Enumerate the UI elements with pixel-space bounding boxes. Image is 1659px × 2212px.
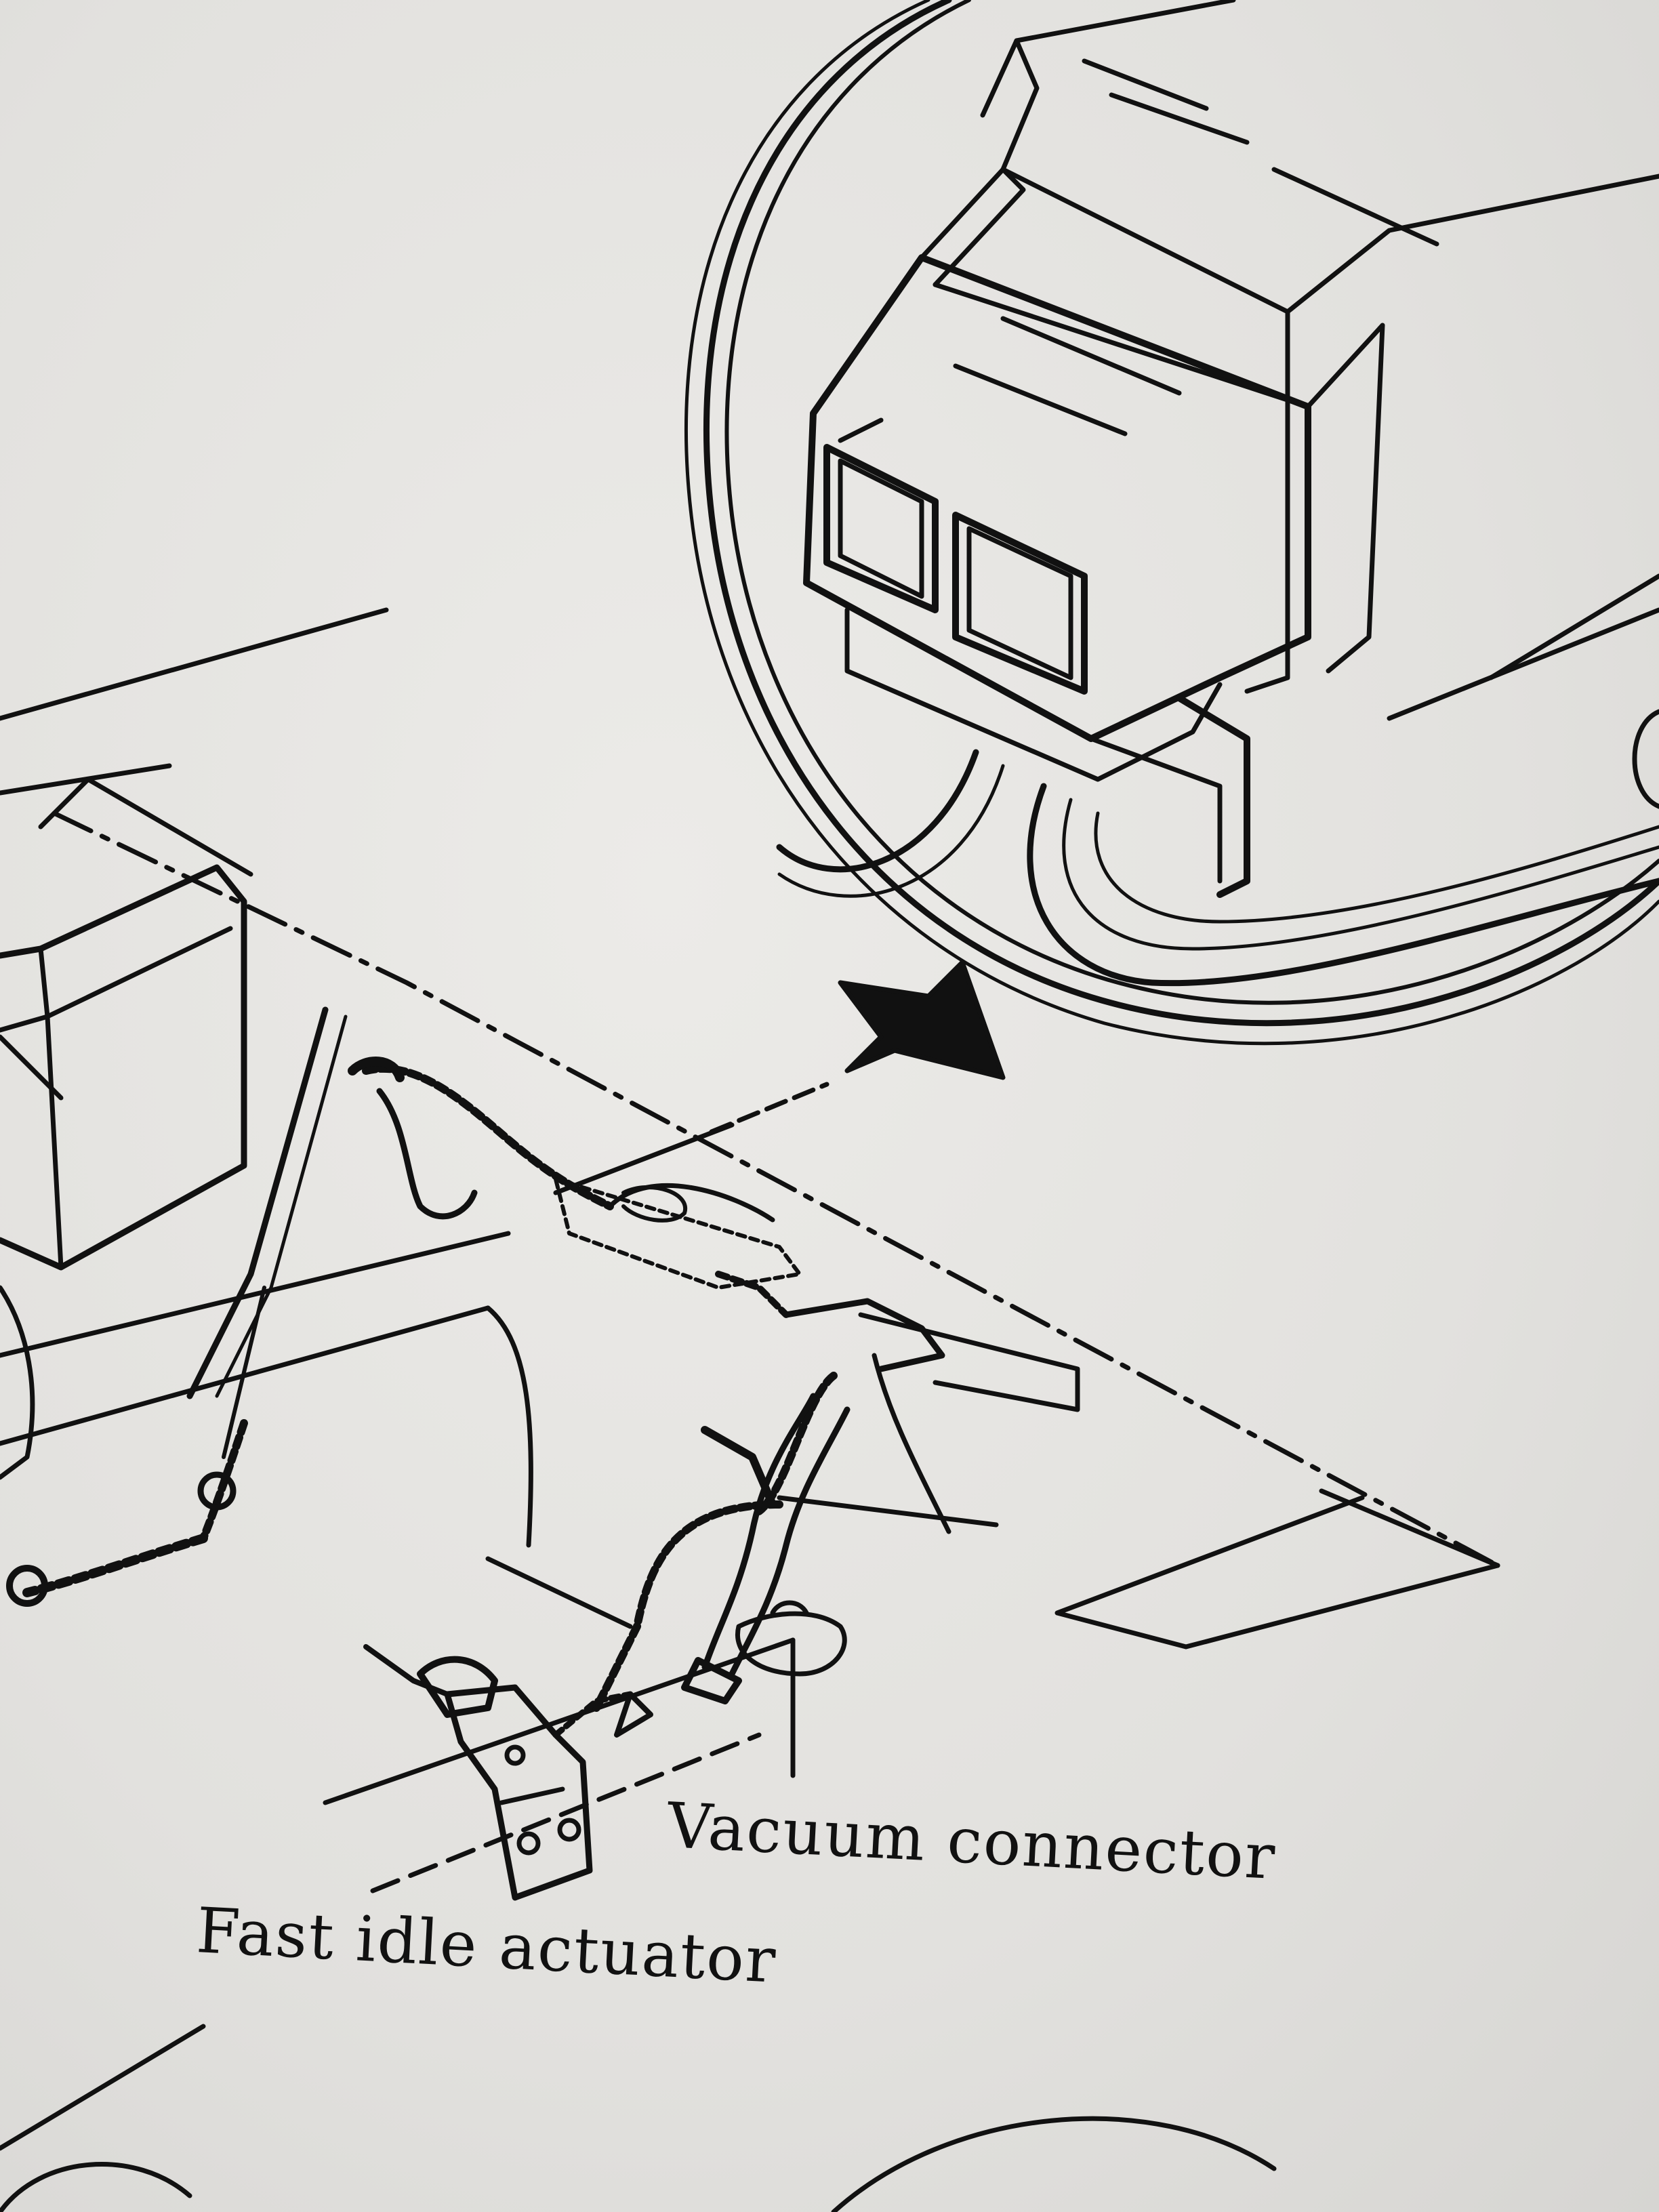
vacuum-hose [681,1393,851,1704]
magnified-connector [776,0,1659,987]
callout-arrow [838,960,1006,1080]
wiring-harness [6,1006,1080,1712]
battery-box [0,777,253,1480]
fast-idle-actuator [363,1644,653,1901]
detail-callout-circle [684,0,1659,1046]
